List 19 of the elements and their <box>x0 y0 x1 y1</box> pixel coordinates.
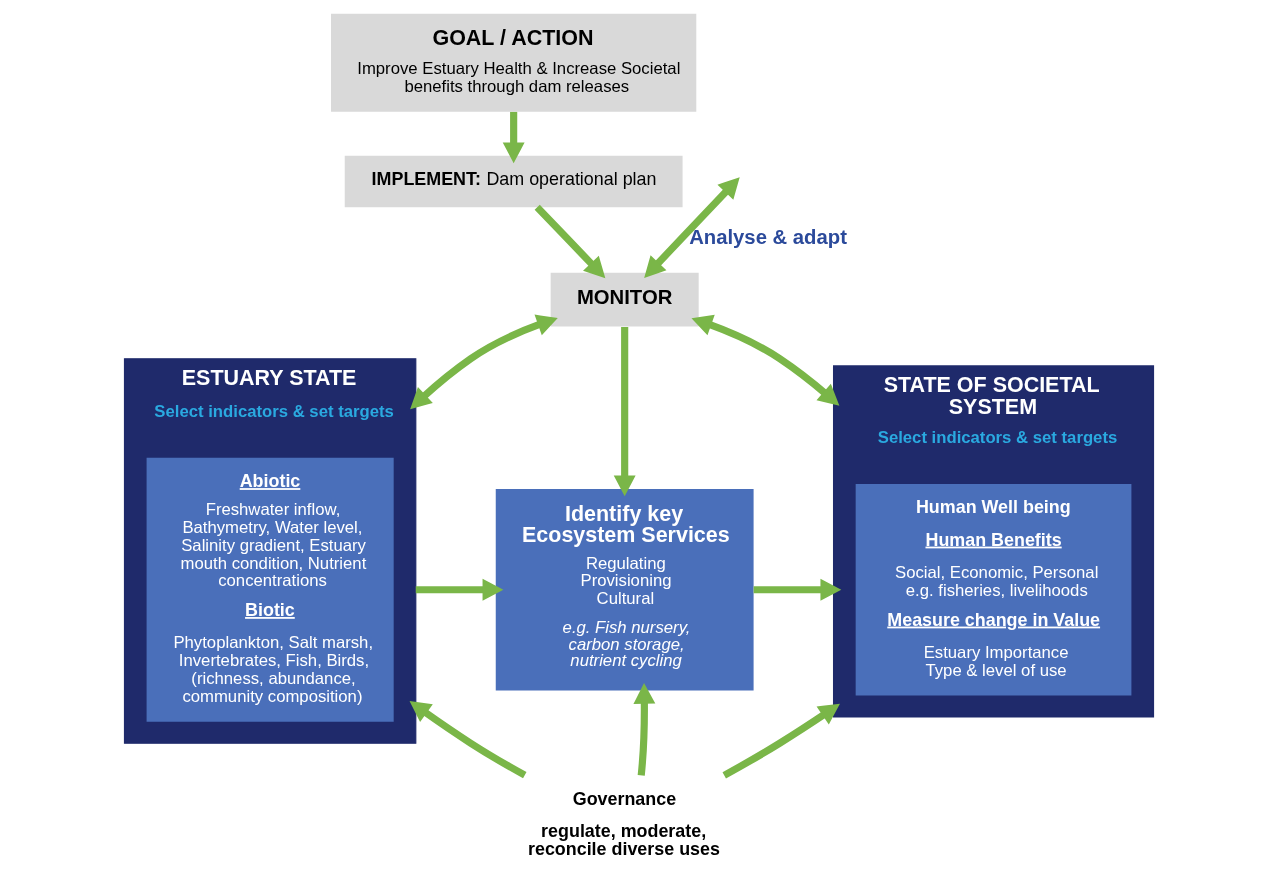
arrow <box>753 578 841 601</box>
arrow <box>534 204 605 278</box>
arrow <box>690 314 839 406</box>
node-text: Governance regulate, moderate, reconcile diverse uses <box>527 788 720 859</box>
node-box: MONITOR <box>550 272 699 327</box>
node-box: Abiotic Freshwater inflow, Bathymetry, Water level, Salinity gradient, Estuary mouth condition, Nutrient concentrations Biotic Phytoplankton, Salt marsh, Invertebrates, Fish, Birds, (richness, abundance, community composition) <box>146 457 394 722</box>
node-box: Identify key Ecosystem Services Regulating Provisioning Cultural e.g. Fish nursery, carbon storage, nutrient cycling <box>495 488 754 691</box>
arrow <box>409 314 558 409</box>
arrow <box>632 682 655 776</box>
arrow <box>409 700 527 778</box>
edge-label: Analyse & adapt <box>688 225 847 248</box>
arrow <box>722 703 840 778</box>
node-box: Human Well being Human Benefits Social, Economic, Personal e.g. fisheries, livelihoods Measure change in Value Estuary Importance Type & level of use <box>855 483 1131 695</box>
arrow <box>415 578 503 601</box>
node-box: IMPLEMENT: Dam operational plan <box>344 155 683 207</box>
arrow <box>613 326 636 496</box>
arrow <box>643 176 740 278</box>
arrow <box>502 111 525 163</box>
node-box: GOAL / ACTION Improve Estuary Health & Increase Societal benefits through dam releases <box>330 13 696 112</box>
